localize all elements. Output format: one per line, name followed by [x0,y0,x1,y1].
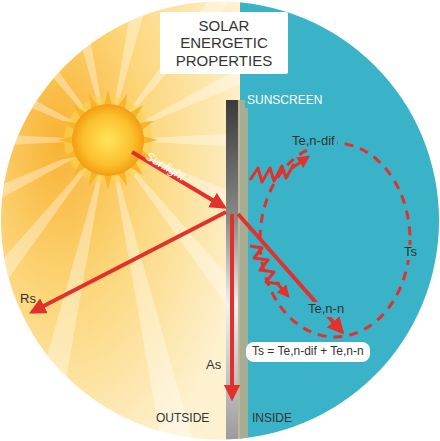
reflection-label: Rs [20,292,36,307]
sun-ray [58,136,74,144]
side-label: OUTSIDE [156,412,209,426]
sunscreen-label: SUNSCREEN [245,94,324,108]
flux-label: Te,n-dif [290,134,337,149]
formula-box: Ts = Te,n-dif + Te,n-n [246,342,370,362]
flux-label: Ts [402,245,419,260]
node-text: SOLAR ENERGETIC PROPERTIES [166,17,282,69]
light-ray [0,140,108,379]
sun-ray [104,174,112,190]
sun-ray [142,136,158,144]
absorption-label: As [206,358,221,373]
light-ray [108,140,243,441]
sun-ray [104,90,112,106]
side-label: INSIDE [252,412,292,426]
node-text: Ts = Te,n-dif + Te,n-n [252,345,364,359]
title-box: SOLAR ENERGETIC PROPERTIES [160,12,288,74]
flux-label: Te,n-n [306,302,346,317]
